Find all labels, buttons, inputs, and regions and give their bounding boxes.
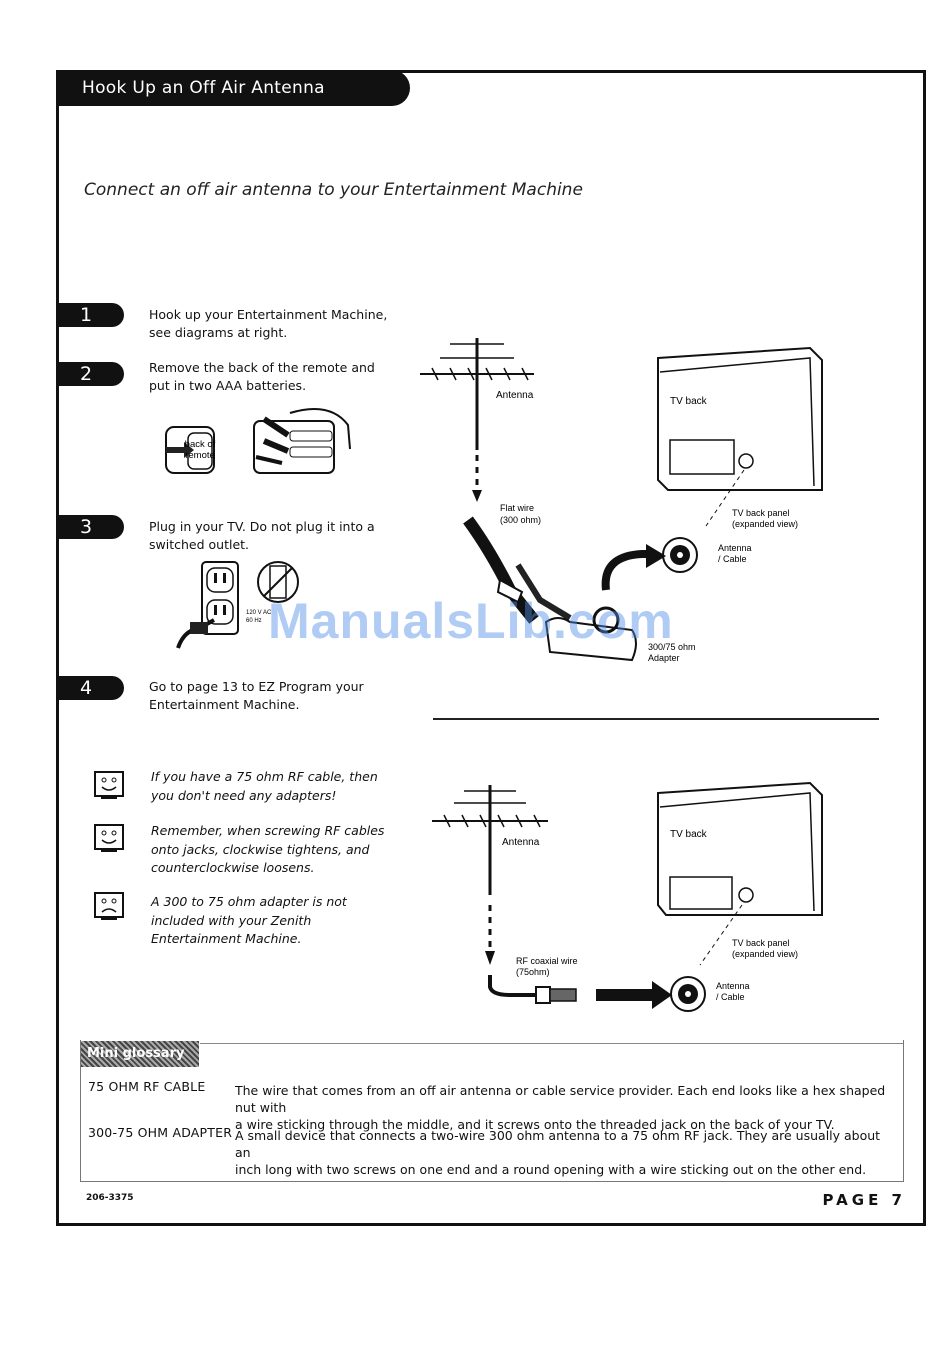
d1-adapter-label-2: Adapter <box>648 653 680 663</box>
glossary-def-2: A small device that connects a two-wire … <box>235 1127 895 1178</box>
glossary-def-1-line1: The wire that comes from an off air ante… <box>235 1083 886 1115</box>
step-2-line2: put in two AAA batteries. <box>149 378 307 393</box>
d2-panel-label-1: TV back panel <box>732 938 790 948</box>
d1-tvback-label: TV back <box>670 396 708 407</box>
step-2-badge: 2 <box>58 362 124 386</box>
d1-adapter-label-1: 300/75 ohm <box>648 642 696 652</box>
tip-3-line1: A 300 to 75 ohm adapter is not <box>151 894 347 909</box>
d1-jack-label-2: / Cable <box>718 554 747 564</box>
d1-flatwire-label-2: (300 ohm) <box>500 515 541 525</box>
step-3-line1: Plug in your TV. Do not plug it into a <box>149 519 375 534</box>
antenna-icon <box>420 338 534 450</box>
watermark: ManualsLib.com <box>268 593 674 649</box>
tip-3-line2: included with your Zenith <box>151 912 312 928</box>
page-frame <box>56 70 926 1226</box>
outlet-illustration: 120 V AC 60 Hz <box>176 561 299 649</box>
tip-1-line1: If you have a 75 ohm RF cable, then <box>151 769 378 784</box>
step-3-text: Plug in your TV. Do not plug it into a s… <box>149 518 399 554</box>
step-1-badge: 1 <box>58 303 124 327</box>
glossary-def-2-line1: A small device that connects a two-wire … <box>235 1128 881 1160</box>
d1-panel-label-2: (expanded view) <box>732 519 798 529</box>
d1-jack-label-1: Antenna <box>718 543 752 553</box>
d2-jack-label-1: Antenna <box>716 981 750 991</box>
diagram-flat-wire-hookup: Antenna Flat wire (300 ohm) 300/75 ohm A… <box>420 338 823 663</box>
smiley-icon <box>94 771 124 799</box>
remote-battery-illustration: back of remote <box>165 408 351 474</box>
remote-label-1: back of <box>185 439 216 450</box>
tip-3-line3: Entertainment Machine. <box>151 931 302 946</box>
d2-jack-label-2: / Cable <box>716 992 745 1002</box>
step-2-line1: Remove the back of the remote and <box>149 360 375 375</box>
tv-back-icon <box>657 781 823 916</box>
outlet-label-2: 60 Hz <box>246 618 262 624</box>
d1-panel-label-1: TV back panel <box>732 508 790 518</box>
tip-2-line3: counterclockwise loosens. <box>151 860 315 875</box>
page-title: Hook Up an Off Air Antenna <box>56 70 410 106</box>
tip-1-line2: you don't need any adapters! <box>151 787 337 803</box>
diagram-coaxial-hookup: Antenna RF coaxial wire (75ohm) Antenna … <box>432 781 823 1012</box>
frown-icon <box>94 892 124 920</box>
d1-antenna-label: Antenna <box>496 390 534 401</box>
glossary-box <box>80 1040 904 1182</box>
d2-antenna-label: Antenna <box>502 837 540 848</box>
remote-label-2: remote <box>185 450 215 461</box>
d2-rf-label-1: RF coaxial wire <box>516 956 578 966</box>
d2-tvback-label: TV back <box>670 829 708 840</box>
outlet-label-1: 120 V AC <box>246 610 272 616</box>
d2-rf-label-2: (75ohm) <box>516 967 550 977</box>
document-code: 206-3375 <box>86 1193 134 1203</box>
step-4-text: Go to page 13 to EZ Program your Enterta… <box>149 678 399 714</box>
d2-panel-label-2: (expanded view) <box>732 949 798 959</box>
tip-2: Remember, when screwing RF cables onto j… <box>151 822 386 878</box>
step-4-badge: 4 <box>58 676 124 700</box>
step-4-line2: Entertainment Machine. <box>149 697 300 712</box>
glossary-top-rule <box>200 1043 903 1044</box>
tip-3: A 300 to 75 ohm adapter is not included … <box>151 893 386 949</box>
step-4-line1: Go to page 13 to EZ Program your <box>149 679 364 694</box>
glossary-def-1: The wire that comes from an off air ante… <box>235 1082 895 1133</box>
step-1-line2: see diagrams at right. <box>149 325 288 340</box>
tip-1: If you have a 75 ohm RF cable, then you … <box>151 768 386 805</box>
tip-2-line2: onto jacks, clockwise tightens, and <box>151 841 370 857</box>
glossary-label: Mini glossary <box>81 1041 199 1067</box>
glossary-term-2: 300-75 OHM ADAPTER <box>88 1125 233 1140</box>
step-1-line1: Hook up your Entertainment Machine, <box>149 307 388 322</box>
section-divider <box>433 718 879 720</box>
smiley-icon <box>94 824 124 852</box>
step-2-text: Remove the back of the remote and put in… <box>149 359 399 395</box>
tv-back-icon <box>657 346 823 491</box>
page-subtitle: Connect an off air antenna to your Enter… <box>84 180 583 200</box>
glossary-term-1: 75 OHM RF CABLE <box>88 1079 206 1094</box>
glossary-def-2-line2: inch long with two screws on one end and… <box>235 1162 867 1177</box>
page-number: PAGE 7 <box>822 1191 906 1209</box>
antenna-icon <box>432 785 548 895</box>
step-3-badge: 3 <box>58 515 124 539</box>
glossary-def-1-line2: a wire sticking through the middle, and … <box>235 1117 835 1132</box>
d1-flatwire-label-1: Flat wire <box>500 503 534 513</box>
step-3-line2: switched outlet. <box>149 537 250 552</box>
step-1-text: Hook up your Entertainment Machine, see … <box>149 306 399 342</box>
tip-2-line1: Remember, when screwing RF cables <box>151 823 385 838</box>
